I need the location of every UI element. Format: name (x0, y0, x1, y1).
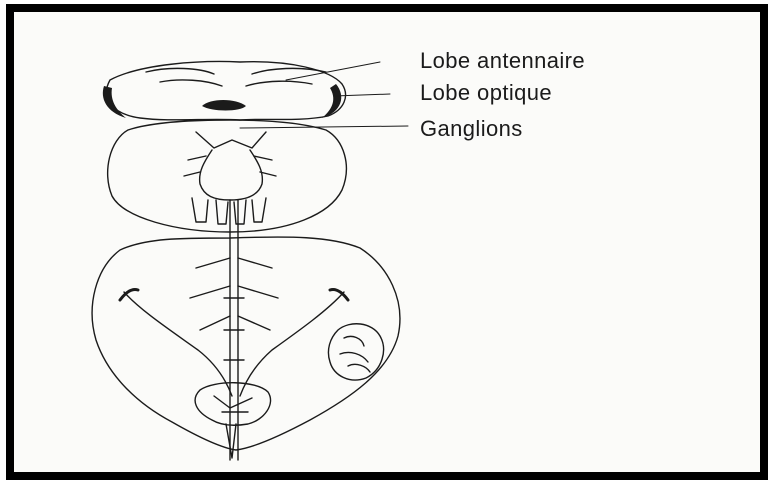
head-region (107, 62, 346, 120)
brain-center (202, 100, 246, 111)
thorax (108, 120, 347, 232)
nerve-cord (190, 200, 278, 460)
abdomen (92, 237, 400, 450)
label-optic-lobe: Lobe optique (420, 80, 552, 106)
label-ganglia: Ganglions (420, 116, 523, 142)
lateral-ganglia (328, 324, 383, 380)
terminal-ganglion (195, 383, 270, 458)
label-antennal-lobe: Lobe antennaire (420, 48, 585, 74)
